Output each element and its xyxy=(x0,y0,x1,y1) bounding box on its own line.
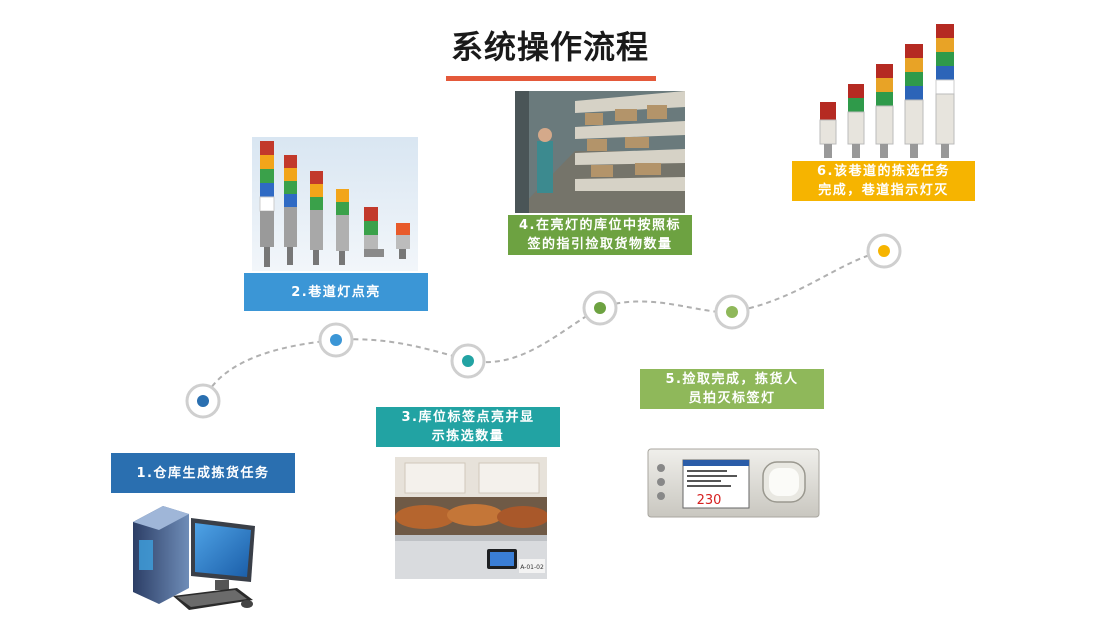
tower-lights-off-image xyxy=(819,24,955,158)
step-2-label-line1: 2.巷道灯点亮 xyxy=(291,284,381,300)
warehouse-shelf-photo xyxy=(515,91,685,213)
flow-node-5 xyxy=(714,294,750,330)
bin-label-code: A-01-02 xyxy=(520,564,544,571)
step-6-label: 6.该巷道的拣选任务 完成，巷道指示灯灭 xyxy=(792,161,975,201)
tower-lights-off-photo xyxy=(812,20,962,162)
step-5-label-line2: 员拍灭标签灯 xyxy=(688,391,776,406)
step-4-label-line2: 签的指引捡取货物数量 xyxy=(527,237,673,252)
step-1-label: 1.仓库生成拣货任务 xyxy=(111,453,295,493)
step-6-label-line2: 完成，巷道指示灯灭 xyxy=(818,183,949,198)
page-title: 系统操作流程 xyxy=(450,28,649,66)
step-2-label: 2.巷道灯点亮 xyxy=(244,273,428,311)
step-5-label-line1: 5.捡取完成，拣货人 xyxy=(665,372,799,387)
computer-illustration xyxy=(125,500,260,612)
lane-lights-photo xyxy=(252,137,418,271)
tower-lights-image xyxy=(259,141,410,267)
device-quantity-display: 230 xyxy=(697,493,722,508)
step-3-label-line1: 3.库位标签点亮并显 xyxy=(401,410,535,425)
flow-node-6 xyxy=(866,233,902,269)
electronic-label-device: 230 xyxy=(647,448,820,518)
title-underline xyxy=(446,76,656,81)
step-4-label: 4.在亮灯的库位中按照标 签的指引捡取货物数量 xyxy=(508,215,692,255)
flow-node-2 xyxy=(318,322,354,358)
bin-label-photo: A-01-02 xyxy=(395,457,547,579)
warehouse-shelf-image xyxy=(515,91,685,213)
flow-node-1 xyxy=(185,383,221,419)
electronic-label-image: 230 xyxy=(647,448,820,518)
step-5-label: 5.捡取完成，拣货人 员拍灭标签灯 xyxy=(640,369,824,409)
step-6-label-line1: 6.该巷道的拣选任务 xyxy=(817,164,950,179)
computer-icon xyxy=(133,506,255,610)
step-3-label-line2: 示拣选数量 xyxy=(431,429,505,444)
flow-node-4 xyxy=(582,290,618,326)
step-1-label-line1: 1.仓库生成拣货任务 xyxy=(136,465,270,481)
step-4-label-line1: 4.在亮灯的库位中按照标 xyxy=(519,218,681,233)
bin-label-image: A-01-02 xyxy=(395,457,547,579)
flow-node-3 xyxy=(450,343,486,379)
step-3-label: 3.库位标签点亮并显 示拣选数量 xyxy=(376,407,560,447)
